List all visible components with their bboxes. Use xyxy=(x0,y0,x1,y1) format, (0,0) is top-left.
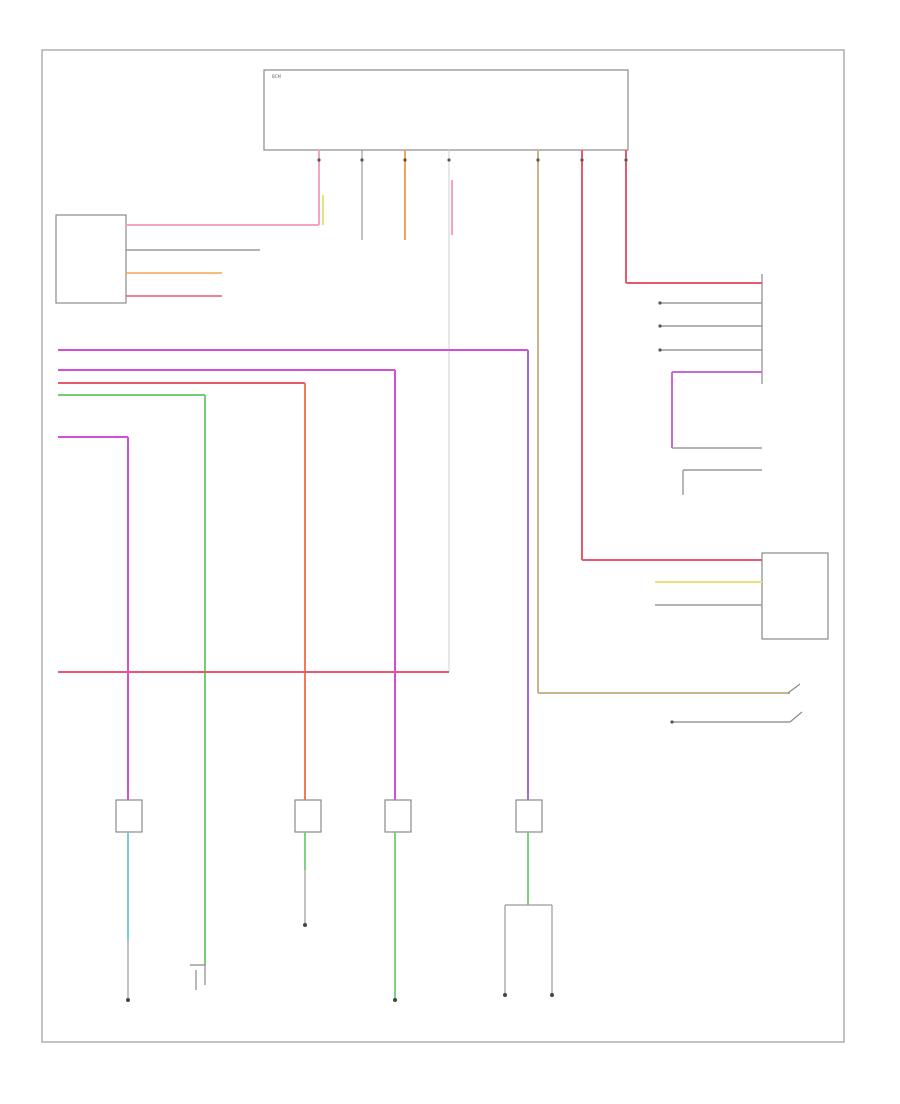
rear-control-module xyxy=(761,552,829,640)
switch-icon-b xyxy=(190,964,206,990)
diagram-frame xyxy=(41,49,845,1043)
switch-icon xyxy=(787,683,803,723)
top-control-module: BCM xyxy=(263,69,629,151)
door-lock-switch-module xyxy=(55,214,127,304)
ground-points xyxy=(126,923,554,1002)
svg-text:BCM: BCM xyxy=(272,74,281,79)
actuator-group xyxy=(115,799,543,833)
